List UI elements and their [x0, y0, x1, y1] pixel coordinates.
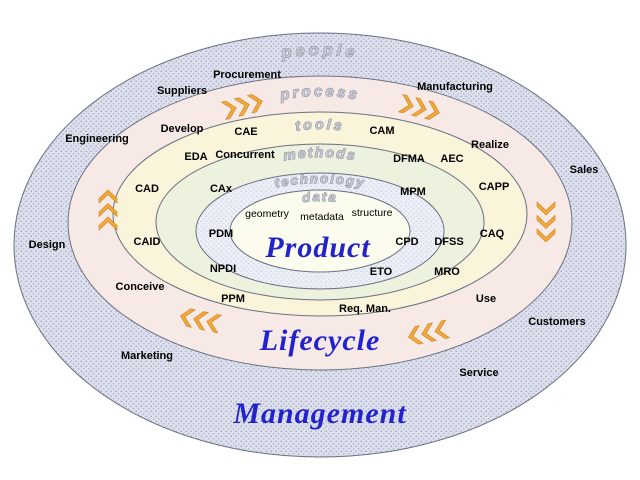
label-eto: ETO [370, 266, 393, 278]
label-cpd: CPD [395, 236, 418, 248]
label-caq: CAQ [480, 228, 505, 240]
ring-title-data: data [302, 189, 339, 205]
label-metadata: metadata [300, 211, 344, 223]
label-geometry: geometry [245, 208, 290, 220]
label-cam: CAM [369, 125, 394, 137]
label-procurement: Procurement [213, 69, 281, 81]
label-cax: CAx [210, 183, 233, 195]
label-develop: Develop [161, 123, 204, 135]
label-engineering: Engineering [65, 133, 129, 145]
process-ring-labels: Develop Realize Use Conceive [116, 123, 509, 305]
label-dfma: DFMA [393, 153, 425, 165]
ring-titles: people process tools methods technology … [273, 41, 366, 205]
label-cad: CAD [135, 183, 159, 195]
core-words: Product Lifecycle Management [232, 231, 407, 430]
label-concurrent: Concurrent [215, 149, 275, 161]
ring-title-technology: technology [273, 171, 366, 191]
label-design: Design [29, 239, 66, 251]
label-structure: structure [352, 207, 393, 219]
label-suppliers: Suppliers [157, 85, 207, 97]
data-ring-labels: geometry metadata structure [245, 207, 392, 223]
label-dfss: DFSS [434, 236, 463, 248]
label-marketing: Marketing [121, 350, 173, 362]
ring-title-methods: methods [282, 144, 358, 164]
ring-title-people: people [280, 42, 360, 62]
label-realize: Realize [471, 139, 509, 151]
ring-data-ellipse [229, 189, 411, 273]
label-pdm: PDM [209, 228, 233, 240]
label-ppm: PPM [221, 293, 245, 305]
label-eda: EDA [184, 151, 207, 163]
rings [13, 32, 627, 458]
label-manufacturing: Manufacturing [417, 81, 493, 93]
label-cae: CAE [234, 126, 257, 138]
tools-ring-labels: CAE CAM EDA AEC CAD CAPP CAQ CAID MRO PP… [134, 125, 510, 315]
label-mro: MRO [434, 266, 460, 278]
core-word-product: Product [264, 231, 371, 264]
label-service: Service [459, 367, 498, 379]
methods-ring-labels: Concurrent DFMA MPM CAx DFSS NPDI [210, 149, 464, 275]
label-aec: AEC [440, 153, 463, 165]
label-capp: CAPP [479, 181, 510, 193]
label-mpm: MPM [400, 186, 426, 198]
label-conceive: Conceive [116, 281, 165, 293]
label-req-man: Req. Man. [339, 303, 391, 315]
technology-ring-labels: PDM CPD ETO [209, 228, 419, 278]
label-customers: Customers [528, 316, 585, 328]
core-word-management: Management [232, 397, 407, 430]
label-caid: CAID [134, 236, 161, 248]
label-sales: Sales [570, 164, 599, 176]
core-word-lifecycle: Lifecycle [259, 324, 381, 357]
label-npdi: NPDI [210, 263, 236, 275]
label-use: Use [476, 293, 496, 305]
ring-title-tools: tools [294, 116, 346, 134]
people-ring-labels: Procurement Suppliers Manufacturing Engi… [29, 69, 599, 379]
ring-title-process: process [278, 83, 361, 104]
